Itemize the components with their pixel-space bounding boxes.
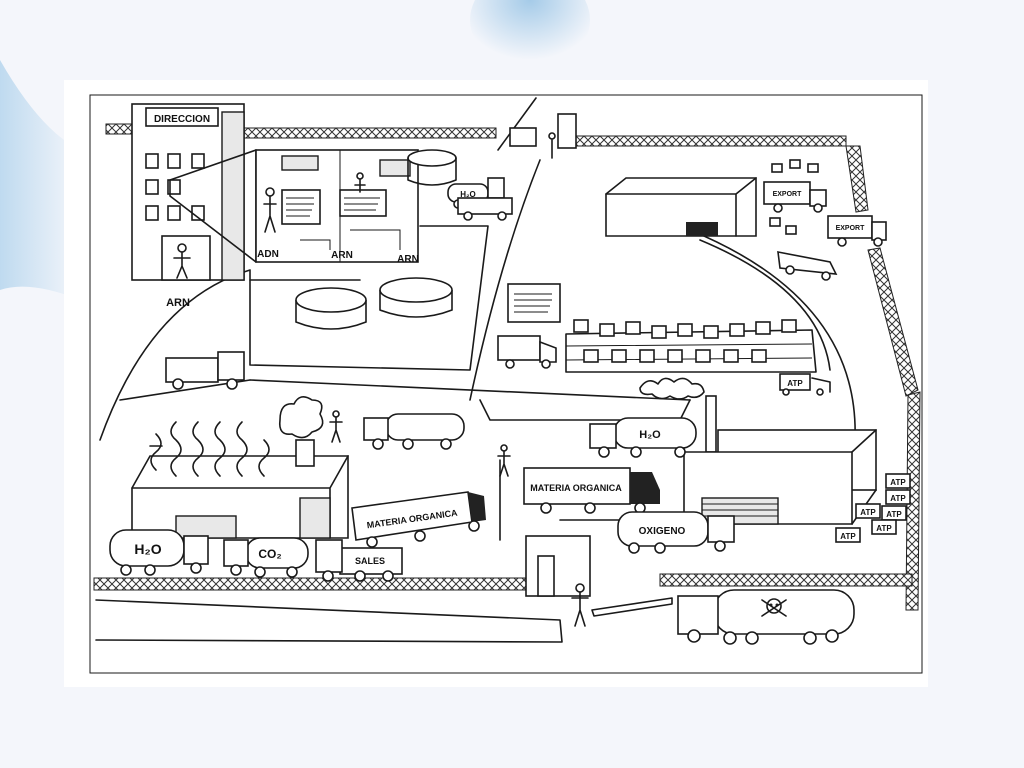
person-icon: [497, 444, 511, 477]
atp-box-label: ATP: [876, 524, 892, 533]
co2-tanker-label: CO₂: [258, 547, 281, 561]
assembly-line: [507, 283, 817, 373]
guard-booth: [557, 113, 577, 149]
materia-organica-label-2: MATERIA ORGANICA: [530, 483, 622, 493]
notice-board-2: [339, 189, 387, 217]
office-view: ADN ARN ARN: [169, 149, 457, 265]
h2o-small-label: H₂O: [460, 190, 476, 199]
oxigeno-truck: OXIGENO: [617, 511, 735, 554]
export-truck-2: EXPORT: [827, 215, 887, 247]
factory-building-right: [683, 429, 877, 525]
h2o-right-label: H₂O: [639, 429, 661, 441]
atp-box-label: ATP: [840, 532, 856, 541]
skull-icon: [761, 598, 787, 617]
h2o-tanker-label: H₂O: [134, 541, 161, 557]
person-icon: [354, 172, 366, 193]
export-label-1: EXPORT: [773, 191, 803, 198]
atp-box-label: ATP: [860, 508, 876, 517]
atp-box-label: ATP: [890, 478, 906, 487]
oxigeno-label: OXIGENO: [639, 526, 686, 537]
sales-label: SALES: [355, 556, 385, 566]
arn-label-left: ARN: [331, 250, 353, 261]
boxes: [769, 159, 819, 235]
background-decoration: [0, 0, 590, 300]
person-icon: [329, 410, 343, 443]
pickup-truck: [777, 251, 838, 281]
atp-cart: ATP: [779, 373, 831, 396]
small-truck-left: [165, 351, 245, 390]
fermentation-plant: [131, 396, 349, 539]
sign-board: [507, 283, 561, 323]
direccion-label: DIRECCION: [154, 114, 210, 125]
h2o-small-truck: H₂O: [447, 177, 513, 221]
person-icon: [571, 583, 589, 627]
road-outlines: [95, 159, 856, 643]
adn-label: ADN: [257, 249, 279, 260]
tanker-truck-middle: [363, 413, 465, 450]
guard-house: [525, 535, 591, 597]
atp-boxes: ATP ATP ATP ATP ATP ATP: [835, 473, 911, 543]
toxic-tanker: [677, 589, 855, 645]
atp-box-label: ATP: [890, 494, 906, 503]
person-icon: [173, 243, 191, 279]
arn-door-label: ARN: [166, 297, 190, 309]
fume-icons: [149, 421, 270, 477]
exit-gate: [525, 535, 673, 627]
atp-cart-label: ATP: [787, 379, 803, 388]
materia-organica-truck-1: MATERIA ORGANICA: [351, 491, 486, 548]
h2o-tanker-right: H₂O: [589, 417, 697, 458]
h2o-tanker-truck: H₂O: [109, 529, 209, 576]
delivery-van: [497, 335, 557, 369]
atp-box-label: ATP: [886, 510, 902, 519]
chimney: [705, 395, 717, 453]
notice-board: [281, 189, 321, 225]
direccion-building: DIRECCION ARN: [131, 103, 245, 309]
export-label-2: EXPORT: [836, 225, 866, 232]
person-icon: [263, 187, 277, 233]
tank-yard: [249, 225, 489, 371]
storage-tanks: [295, 277, 453, 330]
arn-label-right: ARN: [397, 254, 419, 265]
materia-organica-truck-2: MATERIA ORGANICA: [523, 467, 660, 514]
export-truck-1: EXPORT: [763, 181, 827, 213]
sales-truck: SALES: [315, 539, 403, 582]
map-border: [89, 94, 923, 674]
co2-tanker-truck: CO₂: [223, 537, 309, 578]
export-warehouse: [605, 177, 757, 237]
entrance-gate: [497, 97, 577, 159]
building-windows: [145, 153, 205, 221]
